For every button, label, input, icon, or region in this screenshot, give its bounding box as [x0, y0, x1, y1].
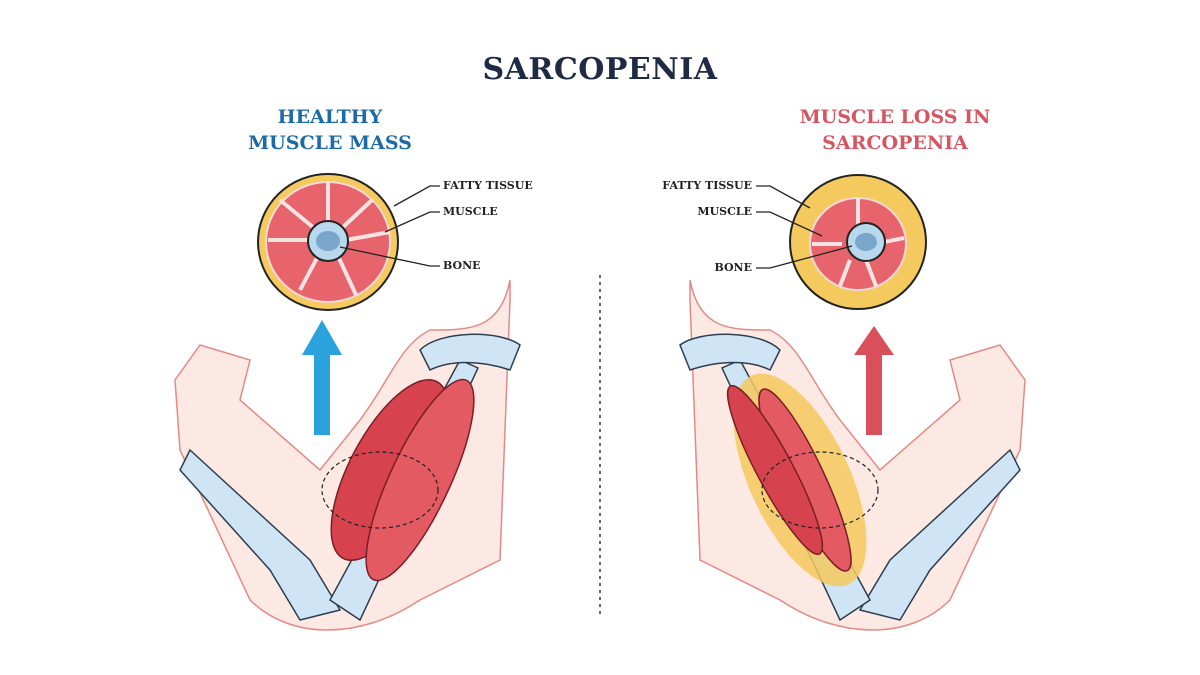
sarcopenia-heading: MUSCLE LOSS IN SARCOPENIA — [765, 104, 1025, 156]
healthy-heading: HEALTHY MUSCLE MASS — [215, 104, 445, 156]
sarcopenia-heading-line2: SARCOPENIA — [822, 132, 968, 154]
sarcopenia-cross-section — [756, 174, 927, 310]
healthy-cross-section — [257, 173, 440, 311]
sarcopenia-heading-line1: MUSCLE LOSS IN — [799, 106, 991, 128]
sarcopenia-arm-illustration — [679, 279, 1026, 631]
healthy-heading-line1: HEALTHY — [277, 106, 383, 128]
label-fatty-tissue-left: FATTY TISSUE — [443, 179, 533, 192]
up-arrow-sarcopenia-icon — [854, 326, 894, 435]
healthy-heading-line2: MUSCLE MASS — [248, 132, 412, 154]
up-arrow-healthy-icon — [302, 320, 342, 435]
healthy-arm-illustration — [174, 279, 521, 631]
label-bone-left: BONE — [443, 259, 481, 272]
label-bone-right: BONE — [714, 261, 752, 274]
page-title: SARCOPENIA — [482, 52, 718, 87]
label-fatty-tissue-right: FATTY TISSUE — [662, 179, 752, 192]
label-muscle-right: MUSCLE — [697, 205, 752, 218]
label-muscle-left: MUSCLE — [443, 205, 498, 218]
